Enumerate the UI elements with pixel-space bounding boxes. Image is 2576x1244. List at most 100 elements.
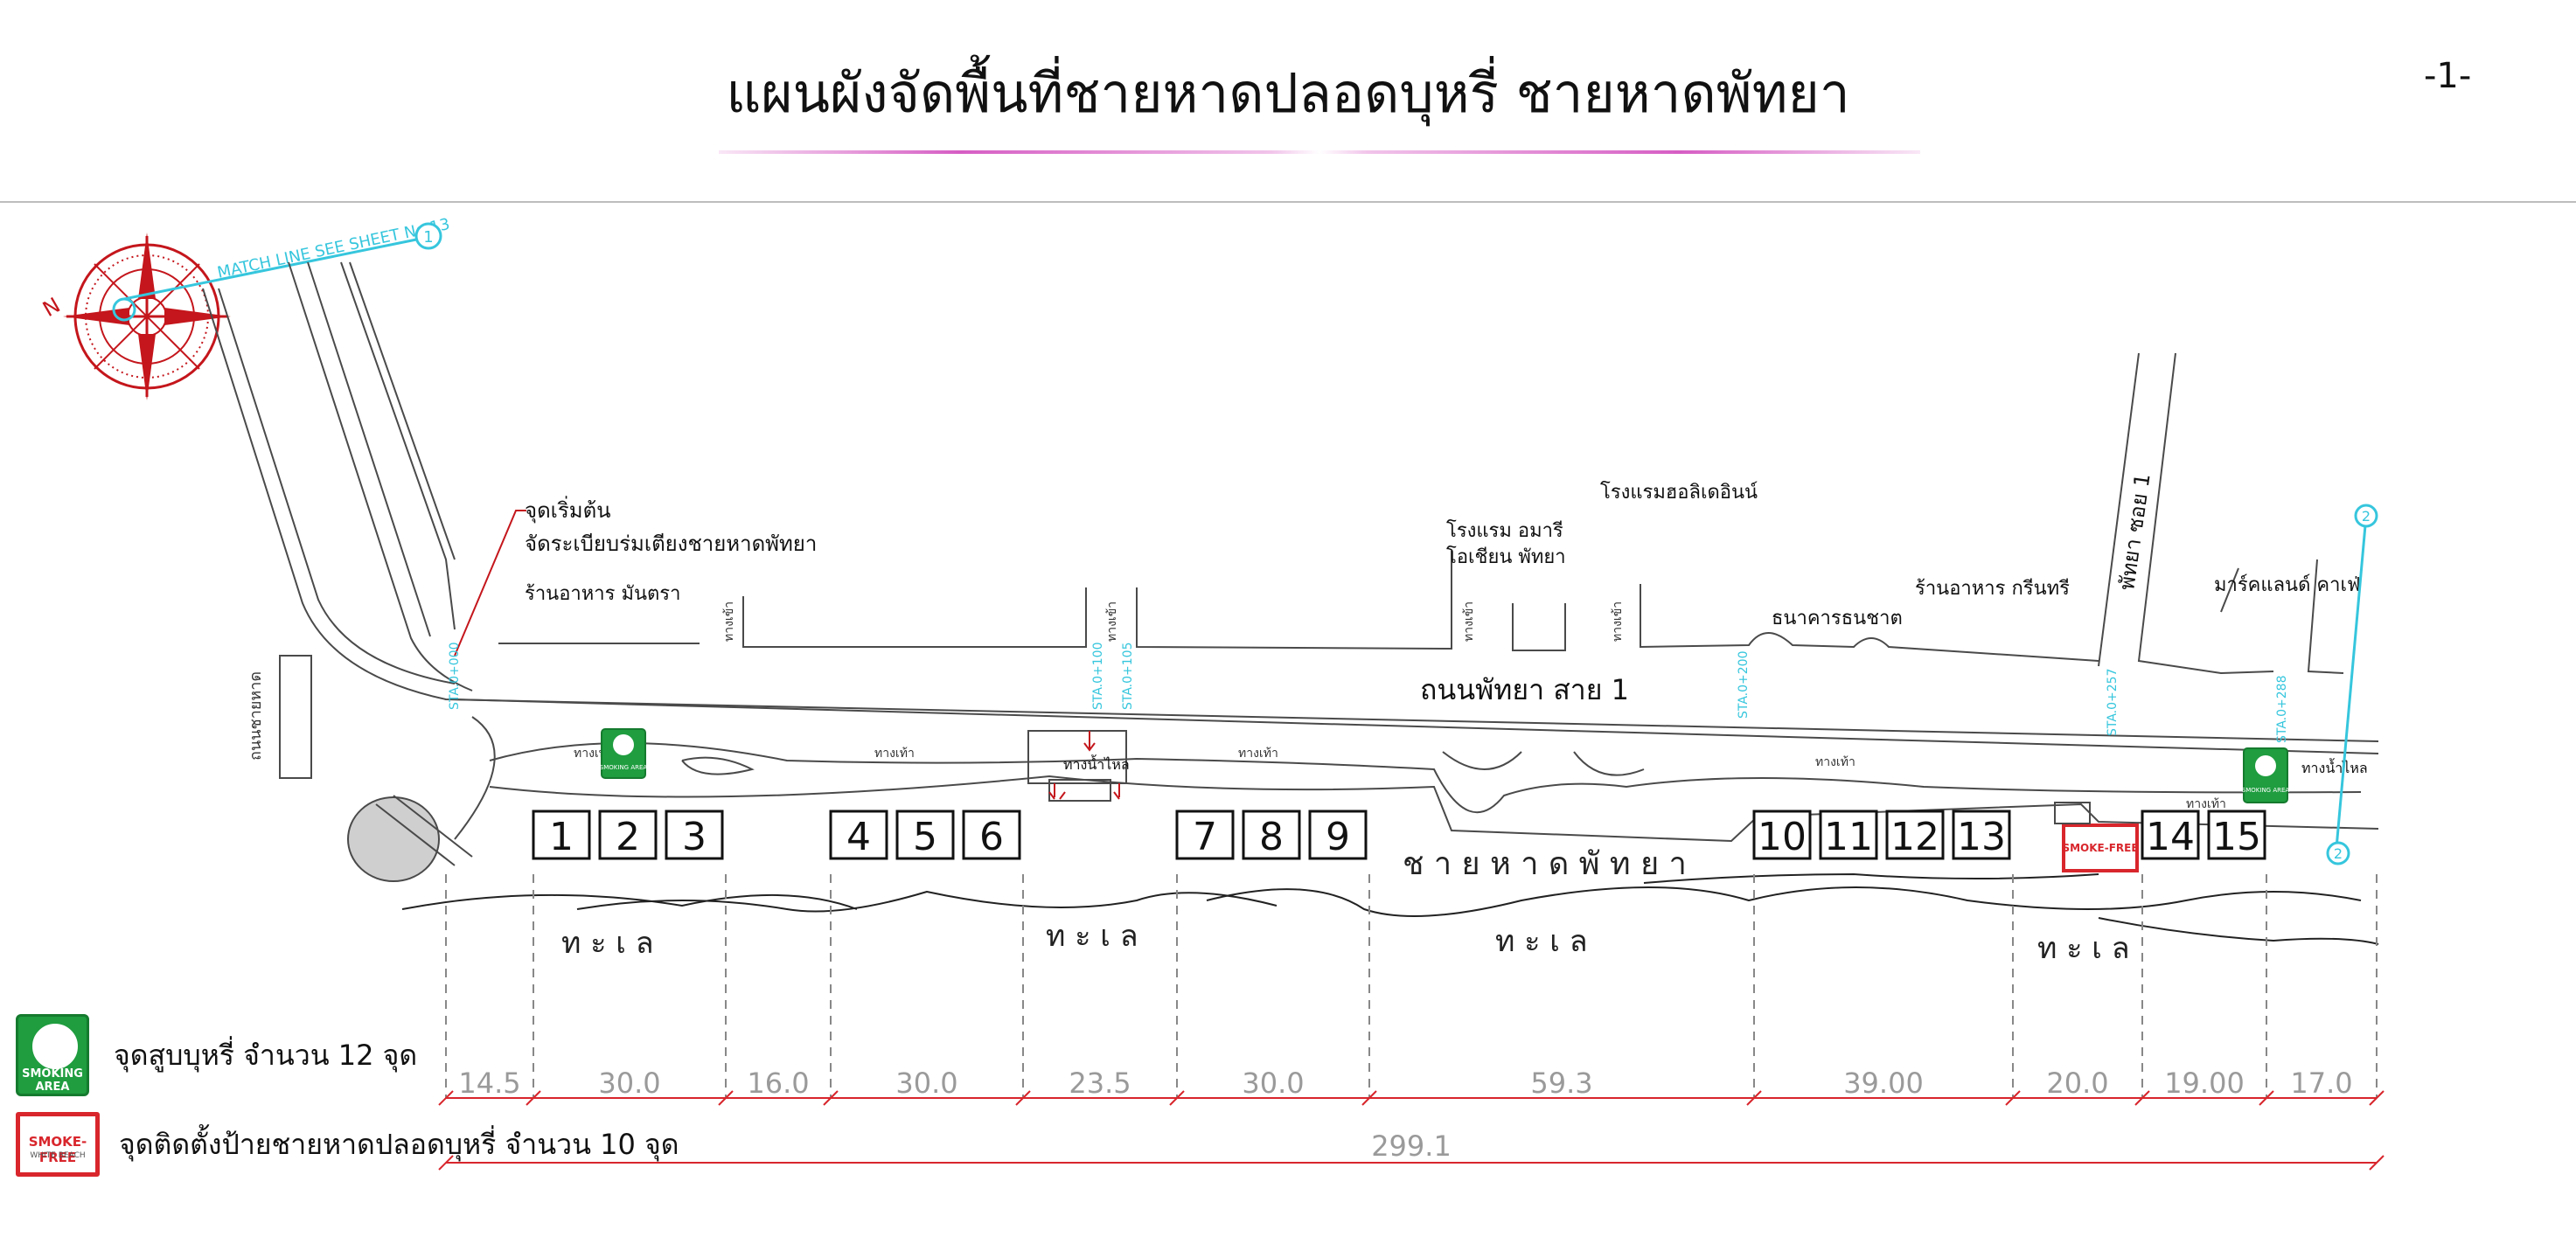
smoking-area-icon-text: SMOKING AREA: [22, 1067, 83, 1094]
zone-box-6: 6: [962, 810, 1021, 860]
compass-north-label: N: [38, 293, 65, 322]
smoking-area-badge-text-1: SMOKING AREA: [600, 764, 648, 771]
building-frontage: [498, 352, 2344, 675]
side-street-label-4: ทางเข้า: [1611, 601, 1625, 642]
smoke-free-sign-map: SMOKE-FREE: [2062, 824, 2139, 872]
zone-box-8: 8: [1242, 810, 1301, 860]
start-point-leader: [454, 510, 526, 657]
walkway-label-4: ทางเท้า: [1815, 755, 1855, 769]
compass-icon: [63, 233, 231, 400]
page-title: แผนผังจัดพื้นที่ชายหาดปลอดบุหรี่ ชายหาดพ…: [726, 61, 1850, 125]
zone-label-13: 13: [1957, 815, 2006, 859]
marker-1-icon: [414, 222, 442, 250]
smoke-free-sign-icon-text: SMOKE-FREE: [28, 1134, 87, 1165]
zone-label-2: 2: [616, 815, 640, 859]
zone-label-10: 10: [1758, 815, 1807, 859]
zone-box-1: 1: [532, 810, 591, 860]
marker-2-icon-top: [2354, 504, 2378, 528]
station-markers: STA.0+000 STA.0+100 STA.0+105 STA.0+200 …: [448, 643, 2289, 744]
left-rock-feature: [347, 796, 440, 882]
zone-label-11: 11: [1824, 815, 1873, 859]
smoking-area-badge-text-2: SMOKING AREA: [2242, 787, 2290, 794]
dimension-tick-2: [718, 1090, 734, 1106]
smoke-free-sign-map-text: SMOKE-FREE: [2062, 842, 2138, 854]
distance-label-5: 30.0: [1242, 1067, 1304, 1100]
walkway-label-3: ทางเท้า: [1238, 747, 1278, 761]
distance-label-3: 30.0: [895, 1067, 957, 1100]
left-pier: [279, 655, 312, 779]
zone-box-9: 9: [1308, 810, 1368, 860]
zone-label-9: 9: [1326, 815, 1350, 859]
zone-box-3: 3: [665, 810, 724, 860]
station-200-label: STA.0+200: [1737, 651, 1751, 719]
zone-label-14: 14: [2146, 815, 2195, 859]
station-105-label: STA.0+105: [1121, 643, 1135, 711]
sea-label-2: ท ะ เ ล: [1046, 919, 1138, 954]
side-street-label-3: ทางเข้า: [1462, 601, 1476, 642]
match-line: [123, 236, 426, 301]
hotel-holiday-inn-label: โรงแรมฮอลิเดอินน์: [1600, 481, 1758, 504]
dimension-tick-6: [1361, 1090, 1377, 1106]
zone-label-5: 5: [913, 815, 937, 859]
match-line-label: MATCH LINE SEE SHEET No.13: [216, 215, 452, 282]
smoking-area-badge-map-2: SMOKING AREA: [2242, 747, 2290, 803]
distance-label-10: 17.0: [2290, 1067, 2352, 1100]
zone-label-6: 6: [979, 815, 1004, 859]
smoke-free-sign-icon-sub: WHITE BEACH: [30, 1151, 86, 1160]
dimension-total-tick-start: [438, 1155, 454, 1171]
zone-box-13: 13: [1952, 810, 2011, 860]
title-underline: [719, 150, 1920, 154]
start-point-desc: จัดระเบียบร่มเตียงชายหาดพัทยา: [525, 532, 817, 556]
dimension-tick-0: [438, 1090, 454, 1106]
zone-label-3: 3: [682, 815, 707, 859]
zone-box-15: 15: [2207, 810, 2266, 860]
distance-label-7: 39.00: [1843, 1067, 1924, 1100]
zone-label-1: 1: [549, 815, 574, 859]
walkway-label-2: ทางเท้า: [874, 747, 915, 761]
sign-post: [2054, 802, 2091, 824]
hotel-amari-label: โรงแรม อมารี: [1446, 519, 1563, 542]
dimension-tick-1: [526, 1090, 541, 1106]
distance-label-2: 16.0: [747, 1067, 809, 1100]
zone-box-10: 10: [1752, 810, 1812, 860]
zone-label-7: 7: [1193, 815, 1217, 859]
dimension-total-tick-end: [2369, 1155, 2385, 1171]
zone-label-12: 12: [1890, 815, 1939, 859]
distance-label-1: 30.0: [598, 1067, 660, 1100]
dimension-tick-10: [2259, 1090, 2274, 1106]
smoking-area-badge-map-1: SMOKING AREA: [600, 728, 648, 779]
station-288-label: STA.0+288: [2275, 676, 2289, 744]
legend-smoking-area-text: จุดสูบบุหรี่ จำนวน 12 จุด: [114, 1038, 418, 1072]
dimension-tick-7: [1746, 1090, 1762, 1106]
page-number: -1-: [2424, 56, 2472, 96]
distance-label-9: 19.00: [2164, 1067, 2245, 1100]
left-seawall: [375, 795, 473, 866]
dimension-lines: [445, 874, 2378, 1098]
restaurant-mantra-label: ร้านอาหาร มันตรา: [525, 583, 680, 605]
station-0-label: STA.0+000: [448, 643, 462, 711]
marker-1-label: 1: [423, 228, 433, 247]
zone-label-4: 4: [846, 815, 871, 859]
distance-label-8: 20.0: [2046, 1067, 2108, 1100]
left-road-lines: [202, 261, 2379, 840]
walkway-label-5: ทางเท้า: [2186, 797, 2226, 811]
marker-2-icon-bottom: [2326, 841, 2350, 865]
dimension-tick-11: [2369, 1090, 2385, 1106]
legend-smoke-free-text: จุดติดตั้งป้ายชายหาดปลอดบุหรี่ จำนวน 10 …: [119, 1127, 679, 1161]
legend-smoking-area: SMOKING AREA จุดสูบบุหรี่ จำนวน 12 จุด: [16, 1014, 417, 1096]
total-distance-label: 299.1: [1371, 1129, 1452, 1163]
side-street-label-2: ทางเข้า: [1105, 601, 1119, 642]
marker-2-label-bottom: 2: [2334, 845, 2343, 862]
zone-box-14: 14: [2141, 810, 2200, 860]
smoke-free-sign-icon: SMOKE-FREE WHITE BEACH: [16, 1112, 100, 1177]
station-100-label: STA.0+100: [1091, 643, 1105, 711]
beach-label: ช า ย ห า ด พั ท ย า: [1403, 846, 1687, 882]
legend-smoke-free-signs: SMOKE-FREE WHITE BEACH จุดติดตั้งป้ายชาย…: [16, 1112, 679, 1177]
zone-label-15: 15: [2212, 815, 2261, 859]
restaurant-greentree-label: ร้านอาหาร กรีนทรี: [1915, 578, 2070, 600]
zone-label-8: 8: [1259, 815, 1284, 859]
side-street-label-1: ทางเข้า: [722, 601, 736, 642]
